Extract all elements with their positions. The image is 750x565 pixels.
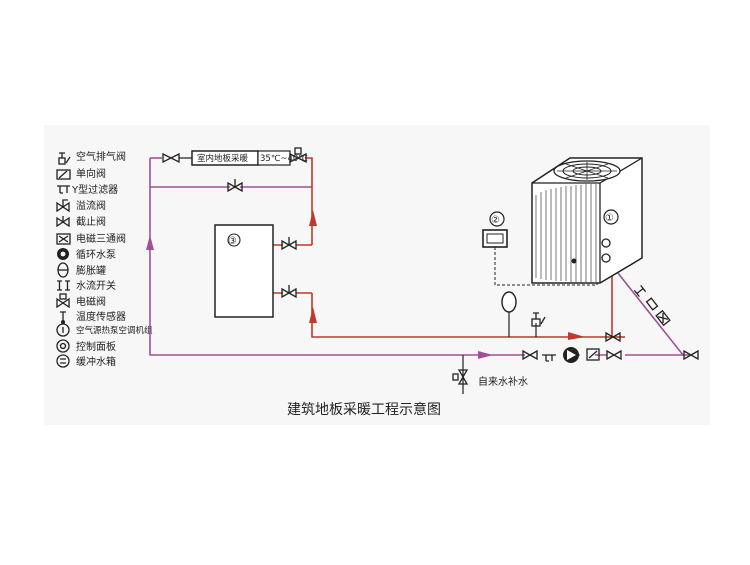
buffer-tank-marker: ③ — [228, 236, 237, 247]
legend-label-temp-sensor: 温度传感器 — [76, 310, 126, 323]
expansion-tank-icon — [501, 291, 517, 337]
return-flow-arrows — [146, 235, 493, 359]
air-vent-icon — [58, 152, 71, 165]
y-strainer-icon — [57, 185, 70, 194]
buffer-tank-icon — [56, 354, 70, 368]
flow-switch-icon — [57, 280, 70, 291]
stop-valve-icon — [606, 349, 622, 361]
expansion-tank-icon — [57, 262, 69, 278]
heat-pump-marker: ① — [605, 213, 614, 224]
relief-valve-icon — [56, 199, 70, 213]
buffer-tank: ③ — [214, 224, 274, 318]
legend-label-buffer-tank: 缓冲水箱 — [76, 355, 116, 368]
temp-sensor-icon — [60, 311, 66, 324]
legend-label-y-strainer: Y型过滤器 — [71, 183, 118, 196]
solenoid-valve-icon — [289, 147, 307, 164]
stop-valve-icon — [281, 285, 297, 299]
heat-pump-unit-icon — [56, 323, 70, 337]
stop-valve-icon — [162, 152, 180, 164]
floor-heating-name: 室内地板采暖 — [197, 153, 249, 164]
heat-pump-unit: ① — [531, 157, 643, 284]
stop-valve-icon — [56, 216, 70, 228]
legend-label-control-panel: 控制面板 — [76, 340, 116, 353]
y-strainer-icon — [542, 354, 556, 362]
water-supply-label: 自来水补水 — [478, 375, 528, 388]
floor-heating-coil: 室内地板采暖 35℃~40℃ — [191, 150, 308, 166]
three-way-valve-icon — [56, 233, 71, 245]
legend-label-solenoid-valve: 电磁阀 — [76, 295, 106, 308]
legend-label-relief-valve: 溢流阀 — [76, 199, 106, 212]
supply-flow-arrows — [309, 210, 585, 340]
control-panel: ② — [482, 211, 598, 286]
legend-label-stop-valve: 截止阀 — [76, 215, 106, 228]
floor-heating-temp: 35℃~40℃ — [260, 154, 308, 164]
legend-label-circulation-pump: 循环水泵 — [76, 248, 116, 261]
legend-label-check-valve: 单向阀 — [76, 167, 106, 180]
air-vent-icon — [531, 312, 546, 337]
control-panel-marker: ② — [491, 215, 500, 226]
legend-label-expansion-tank: 膨胀罐 — [76, 264, 106, 277]
stop-valve-icon — [605, 331, 621, 343]
control-panel-icon — [56, 339, 70, 353]
water-supply-branch: 自来水补水 — [452, 355, 528, 394]
three-way-valve-icon — [655, 309, 671, 327]
circulation-pump-icon — [563, 347, 579, 363]
legend-label-heat-pump-unit: 空气源热泵空调机组 — [76, 325, 153, 336]
legend: 空气排气阀 单向阀 Y型过滤器 溢流阀 截止阀 电磁三通阀 循环水泵 膨胀罐 水… — [56, 150, 153, 368]
legend-label-flow-switch: 水流开关 — [76, 279, 116, 292]
legend-label-air-vent: 空气排气阀 — [76, 150, 126, 163]
check-valve-icon — [56, 169, 71, 180]
relief-valve-icon — [227, 179, 243, 193]
return-pipes — [149, 157, 690, 356]
stop-valve-icon — [683, 349, 699, 361]
check-valve-icon — [586, 348, 600, 361]
stop-valve-icon — [281, 237, 297, 251]
stop-valve-icon — [522, 349, 538, 361]
temp-sensor-icon — [645, 297, 659, 311]
diagram-caption: 建筑地板采暖工程示意图 — [287, 401, 441, 418]
solenoid-valve-icon — [56, 293, 70, 309]
flow-switch-icon — [633, 284, 647, 298]
circulation-pump-icon — [57, 248, 69, 260]
legend-label-three-way-valve: 电磁三通阀 — [76, 232, 126, 245]
solenoid-valve-icon — [452, 369, 469, 385]
